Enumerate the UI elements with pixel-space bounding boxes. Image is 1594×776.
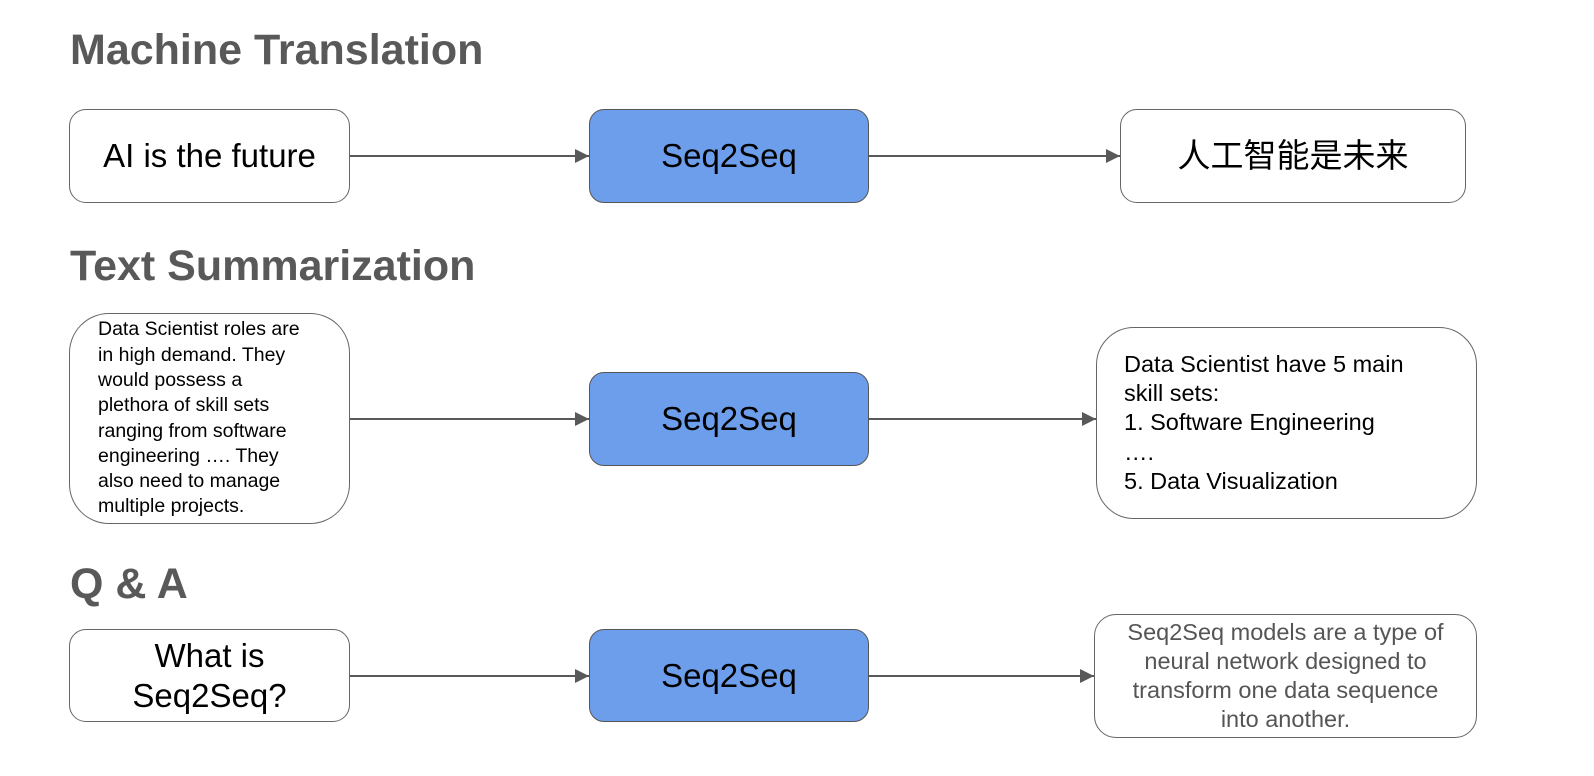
section-title-machine-translation: Machine Translation xyxy=(70,26,484,74)
model-label: Seq2Seq xyxy=(661,400,797,437)
output-line: transform one data sequence xyxy=(1132,677,1439,703)
input-line: What is xyxy=(154,636,265,674)
model-box-q-and-a: Seq2Seq xyxy=(589,629,869,722)
input-box-q-and-a: What is Seq2Seq? xyxy=(69,629,350,722)
output-line: …. xyxy=(1124,438,1155,465)
output-box-text-summarization: Data Scientist have 5 main skill sets: 1… xyxy=(1096,327,1477,519)
output-line: skill sets: xyxy=(1124,380,1220,407)
section-title-text-summarization: Text Summarization xyxy=(70,242,476,290)
input-line: Data Scientist roles are xyxy=(98,318,300,341)
output-text: 人工智能是未来 xyxy=(1177,136,1409,175)
input-line: in high demand. They xyxy=(98,343,286,366)
output-box-q-and-a: Seq2Seq models are a type of neural netw… xyxy=(1094,614,1477,738)
output-text-lines: Data Scientist have 5 main skill sets: 1… xyxy=(1124,350,1404,496)
input-line: would possess a xyxy=(98,368,243,391)
input-text-lines: What is Seq2Seq? xyxy=(132,636,286,716)
input-line: Seq2Seq? xyxy=(132,676,287,714)
output-line: Data Scientist have 5 main xyxy=(1124,350,1404,377)
output-line: neural network designed to xyxy=(1144,647,1427,674)
output-text-lines: Seq2Seq models are a type of neural netw… xyxy=(1127,618,1443,735)
model-box-machine-translation: Seq2Seq xyxy=(589,109,869,203)
output-line: Seq2Seq models are a type of xyxy=(1127,618,1444,645)
output-box-machine-translation: 人工智能是未来 xyxy=(1120,109,1466,203)
input-line: also need to manage xyxy=(98,470,281,493)
output-line: 5. Data Visualization xyxy=(1124,467,1338,494)
output-line: into another. xyxy=(1220,706,1351,733)
input-box-machine-translation: AI is the future xyxy=(69,109,350,203)
model-label: Seq2Seq xyxy=(661,137,797,174)
input-line: plethora of skill sets xyxy=(98,394,270,417)
input-line: ranging from software xyxy=(98,419,287,442)
input-box-text-summarization: Data Scientist roles are in high demand.… xyxy=(69,313,350,524)
input-line: multiple projects. xyxy=(98,495,245,518)
output-line: 1. Software Engineering xyxy=(1124,409,1375,436)
input-text: AI is the future xyxy=(103,137,316,174)
input-text-lines: Data Scientist roles are in high demand.… xyxy=(98,317,300,519)
input-line: engineering …. They xyxy=(98,444,279,467)
section-title-q-and-a: Q & A xyxy=(70,560,188,608)
model-box-text-summarization: Seq2Seq xyxy=(589,372,869,466)
model-label: Seq2Seq xyxy=(661,656,797,694)
